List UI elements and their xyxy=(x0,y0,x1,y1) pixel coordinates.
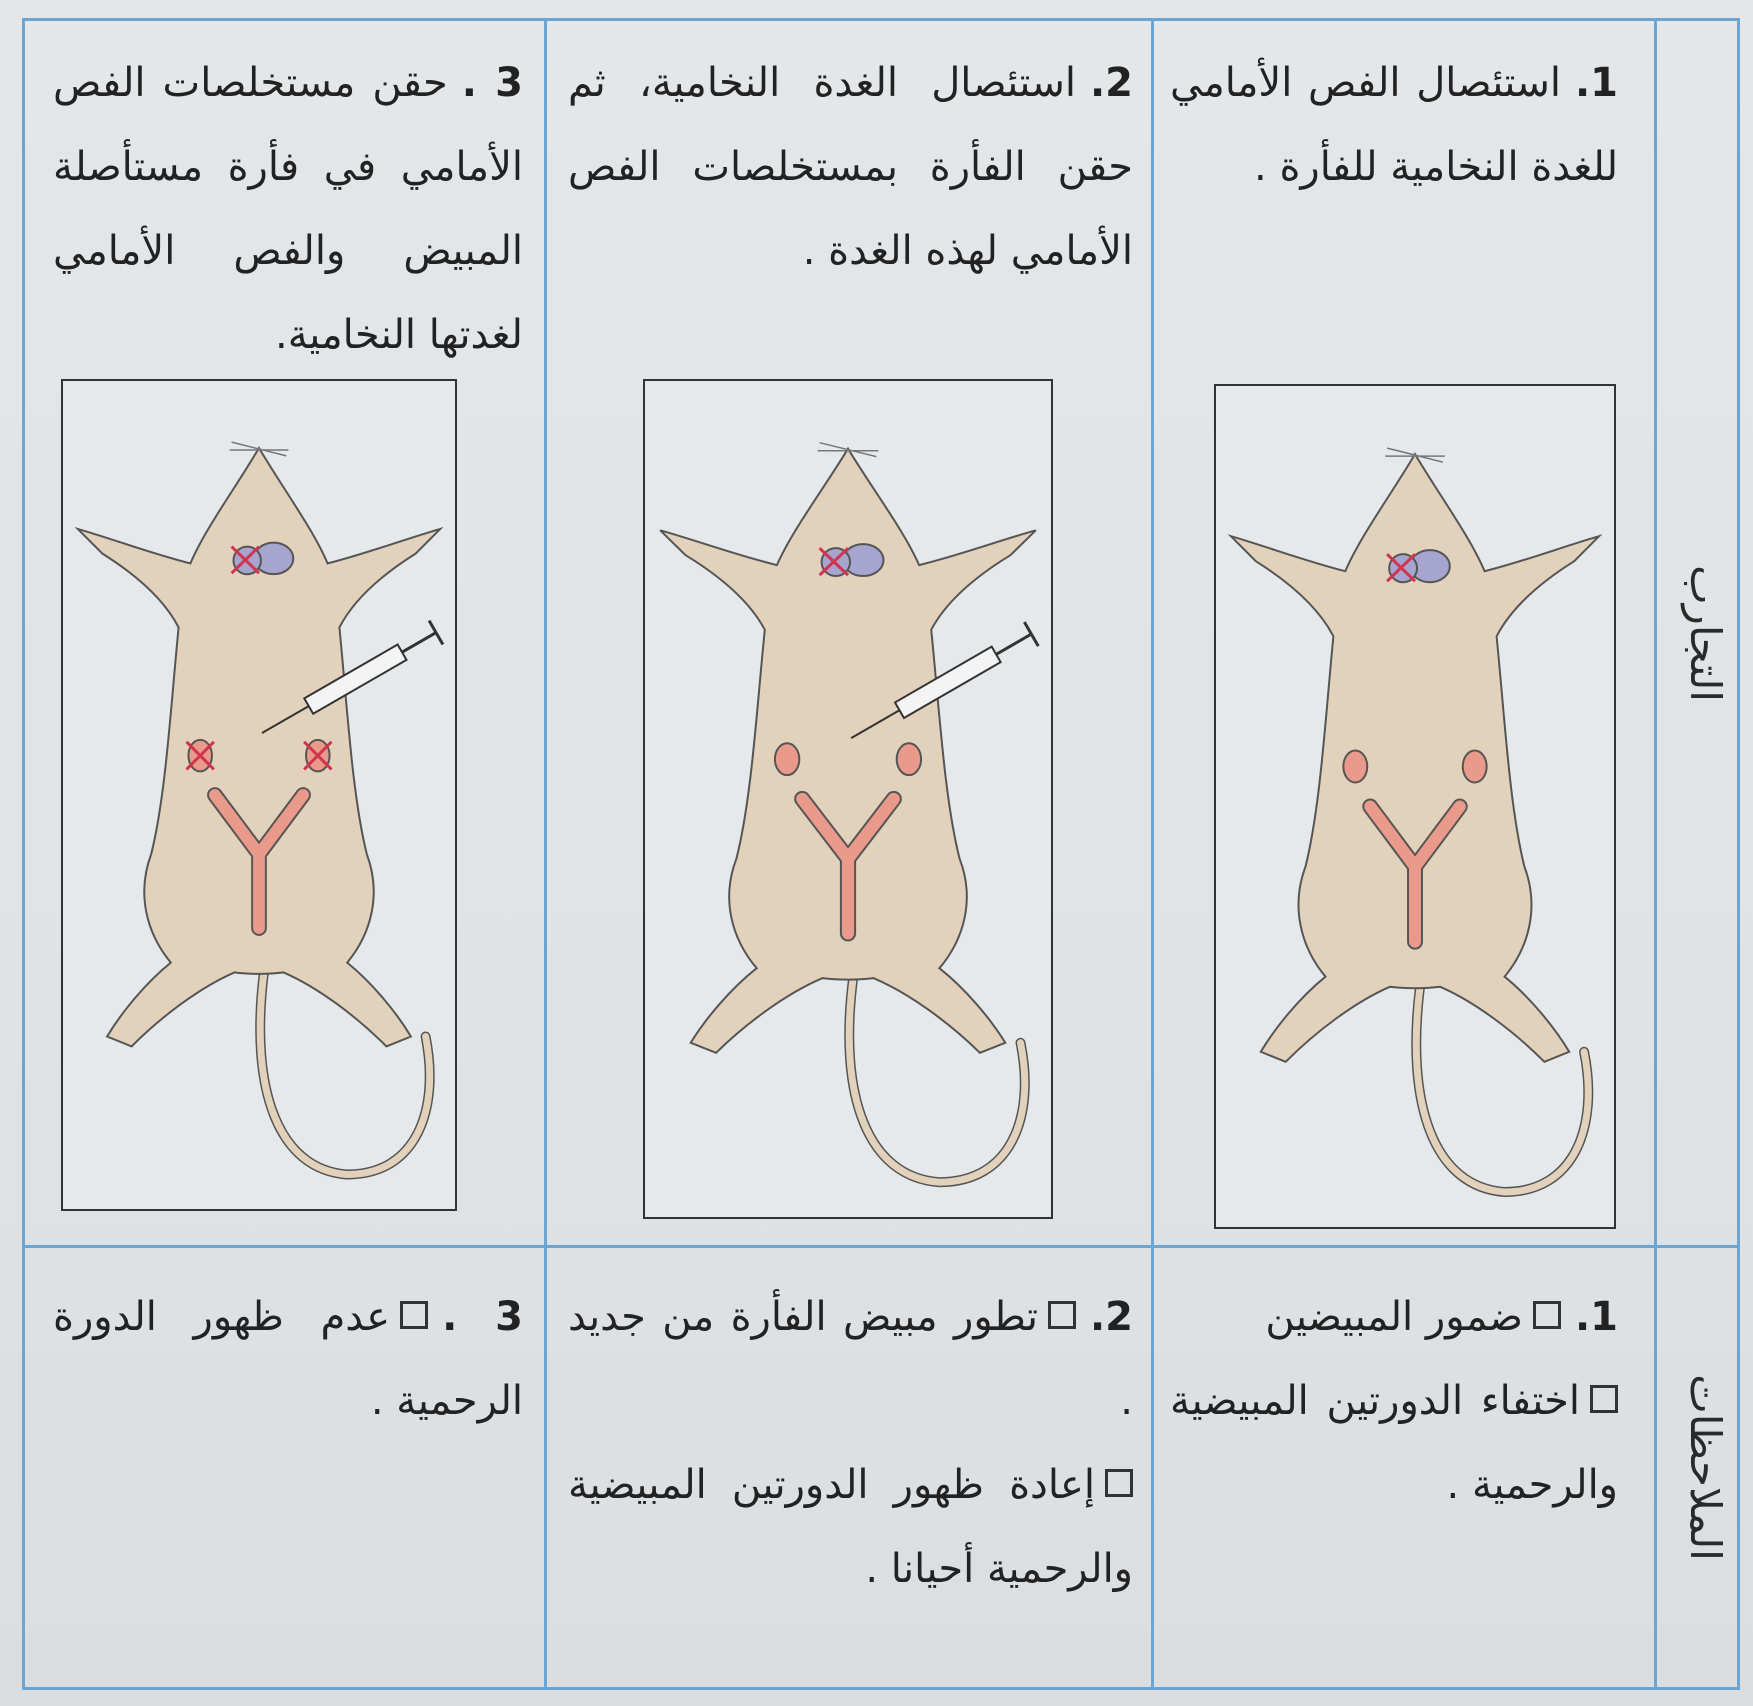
mouse-drawing xyxy=(1216,386,1614,1227)
observation-2-text: 2.تطور مبيض الفأرة من جديد . إعادة ظهور … xyxy=(568,1275,1133,1611)
column-divider xyxy=(1151,21,1154,1687)
column-divider xyxy=(544,21,547,1687)
checkbox-icon xyxy=(1533,1301,1561,1329)
experiment-table: التجارب الملاحظات 1.استئصال الفص الأمامي… xyxy=(22,18,1740,1690)
mouse-illustration-3 xyxy=(61,379,457,1211)
checkbox-icon xyxy=(1590,1385,1618,1413)
mouse-drawing xyxy=(63,381,455,1209)
row-label-observations: الملاحظات xyxy=(1673,1248,1737,1687)
mouse-illustration-1 xyxy=(1214,384,1616,1229)
mouse-drawing xyxy=(645,381,1051,1217)
observation-3-text: 3 .عدم ظهور الدورة الرحمية . xyxy=(53,1275,523,1443)
observation-1-text: 1.ضمور المبيضين اختفاء الدورتين المبيضية… xyxy=(1170,1275,1618,1527)
mouse-illustration-2 xyxy=(643,379,1053,1219)
row-divider xyxy=(25,1245,1737,1248)
row-label-experiments: التجارب xyxy=(1673,21,1737,1245)
checkbox-icon xyxy=(1048,1301,1076,1329)
label-column-divider xyxy=(1654,21,1657,1687)
checkbox-icon xyxy=(400,1301,428,1329)
checkbox-icon xyxy=(1105,1469,1133,1497)
experiment-3-text: 3 .حقن مستخلصات الفص الأمامي في فأرة مست… xyxy=(53,41,523,377)
experiment-1-text: 1.استئصال الفص الأمامي للغدة النخامية لل… xyxy=(1170,41,1618,209)
experiment-2-text: 2.استئصال الغدة النخامية، ثم حقن الفأرة … xyxy=(568,41,1133,293)
